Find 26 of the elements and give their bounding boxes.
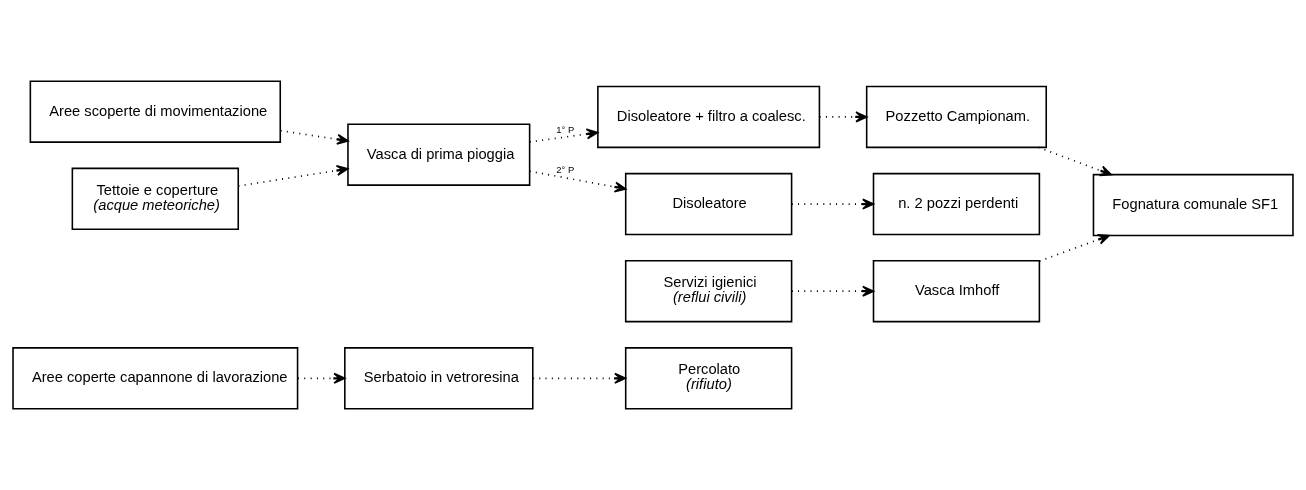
node-box: Aree coperte capannone di lavorazione [12, 347, 299, 410]
node-box: n. 2 pozzi perdenti [872, 172, 1041, 236]
edge-label: 2° P [556, 163, 575, 175]
arrow [297, 372, 346, 384]
arrow [791, 285, 875, 297]
node-box: Serbatoio in vetroresina [344, 347, 534, 410]
node-box: Vasca di prima pioggia [347, 123, 531, 186]
node-box: Percolato (rifiuto) [624, 347, 793, 410]
node-box: Tettoie e coperture (acque meteoriche) [71, 167, 240, 231]
arrow [1038, 234, 1110, 262]
node-box: Disoleatore [624, 172, 793, 236]
arrow [818, 111, 868, 123]
arrow [279, 129, 349, 145]
arrow [791, 198, 875, 210]
arrow [528, 128, 599, 143]
arrow [528, 170, 627, 193]
node-box: Vasca Imhoff [872, 259, 1041, 323]
node-box: Pozzetto Campionam. [865, 85, 1047, 149]
arrow [532, 372, 627, 384]
node-box: Disoleatore + filtro a coalesc. [597, 85, 821, 149]
node-box: Fognatura comunale SF1 [1092, 173, 1294, 237]
arrow [1037, 146, 1112, 177]
node-box: Aree scoperte di movimentazione [29, 80, 282, 143]
arrow [237, 164, 349, 187]
edge-label: 1° P [556, 123, 575, 135]
node-box: Servizi igienici (reflui civili) [624, 259, 793, 323]
